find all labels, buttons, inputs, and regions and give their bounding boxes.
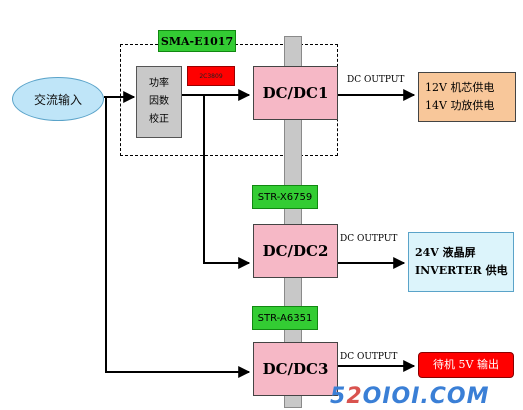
output3-line-1: 待机 5V 输出 xyxy=(433,358,499,371)
output2-line-2: INVERTER 供电 xyxy=(415,264,508,277)
watermark-left: 5 xyxy=(330,384,347,409)
dcdc2-controller-text: STR-X6759 xyxy=(257,191,313,203)
dcdc3-controller-label: STR-A6351 xyxy=(252,306,318,330)
pfc-chip-label: 2C3809 xyxy=(187,66,235,86)
dcdc3-controller-text: STR-A6351 xyxy=(257,312,313,324)
output1-line-2: 14V 功放供电 xyxy=(425,99,495,112)
output2-line-1: 24V 液晶屏 xyxy=(415,246,476,259)
output-box-24v-inverter: 24V 液晶屏 INVERTER 供电 xyxy=(408,232,514,292)
dcdc3-block: DC/DC3 xyxy=(253,342,338,396)
dcdc2-controller-label: STR-X6759 xyxy=(252,185,318,209)
pfc-line-3: 校正 xyxy=(149,114,169,125)
dcdc2-label: DC/DC2 xyxy=(262,242,329,260)
pfc-line-1: 功率 xyxy=(149,78,169,89)
dcdc1-output-label: DC OUTPUT xyxy=(347,75,405,85)
dcdc3-output-label: DC OUTPUT xyxy=(340,352,398,362)
output-box-12v-14v: 12V 机芯供电 14V 功放供电 xyxy=(418,72,516,122)
dcdc2-output-label: DC OUTPUT xyxy=(340,234,398,244)
dcdc2-block: DC/DC2 xyxy=(253,224,338,278)
line-pfc-to-dc2 xyxy=(203,95,251,269)
pfc-line-2: 因数 xyxy=(149,96,169,107)
pfc-block: 功率 因数 校正 xyxy=(136,66,182,138)
dcdc3-label: DC/DC3 xyxy=(262,360,329,378)
dcdc1-label: DC/DC1 xyxy=(262,84,329,102)
pfc-chip-text: 2C3809 xyxy=(199,72,223,80)
pfc-controller-label: SMA-E1017 xyxy=(158,30,236,52)
ac-input-node: 交流输入 xyxy=(12,77,104,121)
watermark-mid: 2 xyxy=(346,384,363,409)
output1-line-1: 12V 机芯供电 xyxy=(425,81,495,94)
ac-input-label: 交流输入 xyxy=(33,92,82,107)
dcdc1-block: DC/DC1 xyxy=(253,66,338,120)
site-watermark: 52OIOI.COM xyxy=(330,384,490,409)
watermark-right: OIOI.COM xyxy=(362,384,490,409)
output-box-standby-5v: 待机 5V 输出 xyxy=(418,352,514,378)
pfc-controller-text: SMA-E1017 xyxy=(160,34,234,48)
line-input-to-dc3 xyxy=(105,97,251,378)
